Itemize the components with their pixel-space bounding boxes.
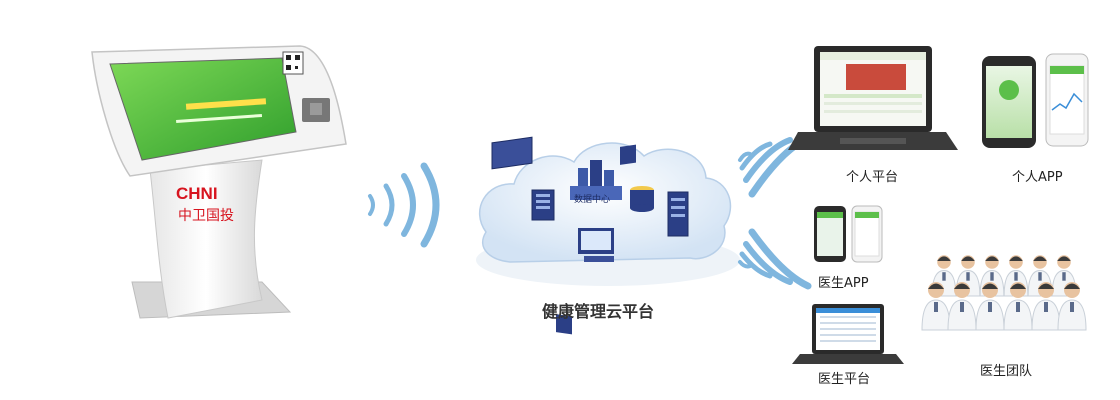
doctor-figure-tie xyxy=(960,302,964,312)
doctor-figure-coat xyxy=(1003,299,1033,331)
doctor-platform-label: 医生平台 xyxy=(818,372,871,387)
doctor-figure-hair xyxy=(1057,256,1071,261)
doctor-figure-hair xyxy=(1038,283,1054,289)
doctor-figure-hair xyxy=(1010,283,1026,289)
doctor-figure-hair xyxy=(928,283,944,289)
doctor-team-label: 医生团队 xyxy=(980,364,1033,379)
data-center-icon xyxy=(570,160,622,200)
doctor-figure-tie xyxy=(1044,302,1048,312)
personal-laptop-illustration xyxy=(788,46,958,150)
doctor-figure-hair xyxy=(954,283,970,289)
doctor-figure-tie xyxy=(988,302,992,312)
doctor-figure-hair xyxy=(1064,283,1080,289)
server-tower-icon xyxy=(667,191,689,237)
kiosk-brand-en: CHNI xyxy=(176,184,218,203)
doctor-figure-tie xyxy=(1038,272,1042,281)
personal-phones-illustration xyxy=(982,53,1089,148)
doctor-team-illustration xyxy=(921,255,1087,331)
doctor-figure-tie xyxy=(1070,302,1074,312)
doctor-figure-tie xyxy=(990,272,994,281)
workstation-icon xyxy=(556,144,636,335)
doctor-figure-tie xyxy=(966,272,970,281)
doctor-figure-tie xyxy=(1014,272,1018,281)
qr-code-icon xyxy=(282,51,304,75)
doctor-figure-tie xyxy=(1016,302,1020,312)
personal-app-label: 个人APP xyxy=(1012,170,1063,185)
personal-platform-label: 个人平台 xyxy=(846,170,899,185)
signal-waves-to-cloud xyxy=(368,162,440,248)
doctor-figure-coat xyxy=(1057,299,1087,331)
doctor-figure-hair xyxy=(982,283,998,289)
doctor-figure-hair xyxy=(961,256,975,261)
doctor-figure-coat xyxy=(975,299,1005,331)
doctor-figure-tie xyxy=(934,302,938,312)
database-icon xyxy=(630,186,654,212)
doctor-figure-hair xyxy=(937,256,951,261)
cloud-platform-label: 健康管理云平台 xyxy=(542,302,655,321)
server-cluster-icon xyxy=(491,136,555,221)
doctor-figure-coat xyxy=(947,299,977,331)
doctor-figure-hair xyxy=(1033,256,1047,261)
cloud-platform-illustration xyxy=(476,136,740,335)
doctor-figure-hair xyxy=(985,256,999,261)
cloud-center-label: 数据中心 xyxy=(574,195,611,205)
doctor-figure-hair xyxy=(1009,256,1023,261)
doctor-phones-illustration xyxy=(814,205,883,263)
doctor-figure-tie xyxy=(942,272,946,281)
kiosk-illustration xyxy=(91,45,347,319)
doctor-app-label: 医生APP xyxy=(818,276,869,291)
doctor-figure-tie xyxy=(1062,272,1066,281)
doctor-laptop-illustration xyxy=(792,304,904,364)
kiosk-brand-cn: 中卫国投 xyxy=(178,208,234,224)
signal-waves-to-doctor xyxy=(738,228,812,290)
